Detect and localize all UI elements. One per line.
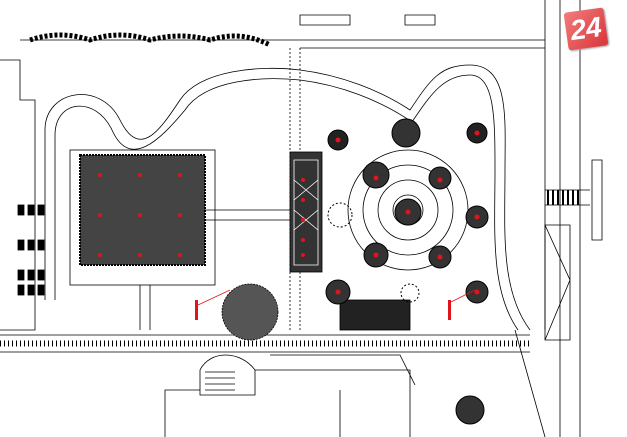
pergola: [289, 151, 323, 273]
hedge-row: [29, 32, 272, 48]
left-building: [0, 59, 36, 331]
logo-24: 24: [563, 7, 609, 51]
playground: [339, 299, 411, 331]
parked-cars: [17, 204, 45, 296]
parking-structure: [544, 224, 571, 341]
red-markers: [98, 130, 480, 320]
north-boundary: [20, 39, 545, 49]
park-path-inner: [54, 74, 519, 331]
tree-grid-square: [79, 154, 206, 266]
round-planter: [221, 283, 279, 341]
park-path-outer: [44, 64, 531, 331]
leader-lines: [197, 289, 476, 306]
street: [514, 0, 603, 437]
crosswalk: [547, 190, 579, 205]
bottom-building: [164, 354, 416, 437]
